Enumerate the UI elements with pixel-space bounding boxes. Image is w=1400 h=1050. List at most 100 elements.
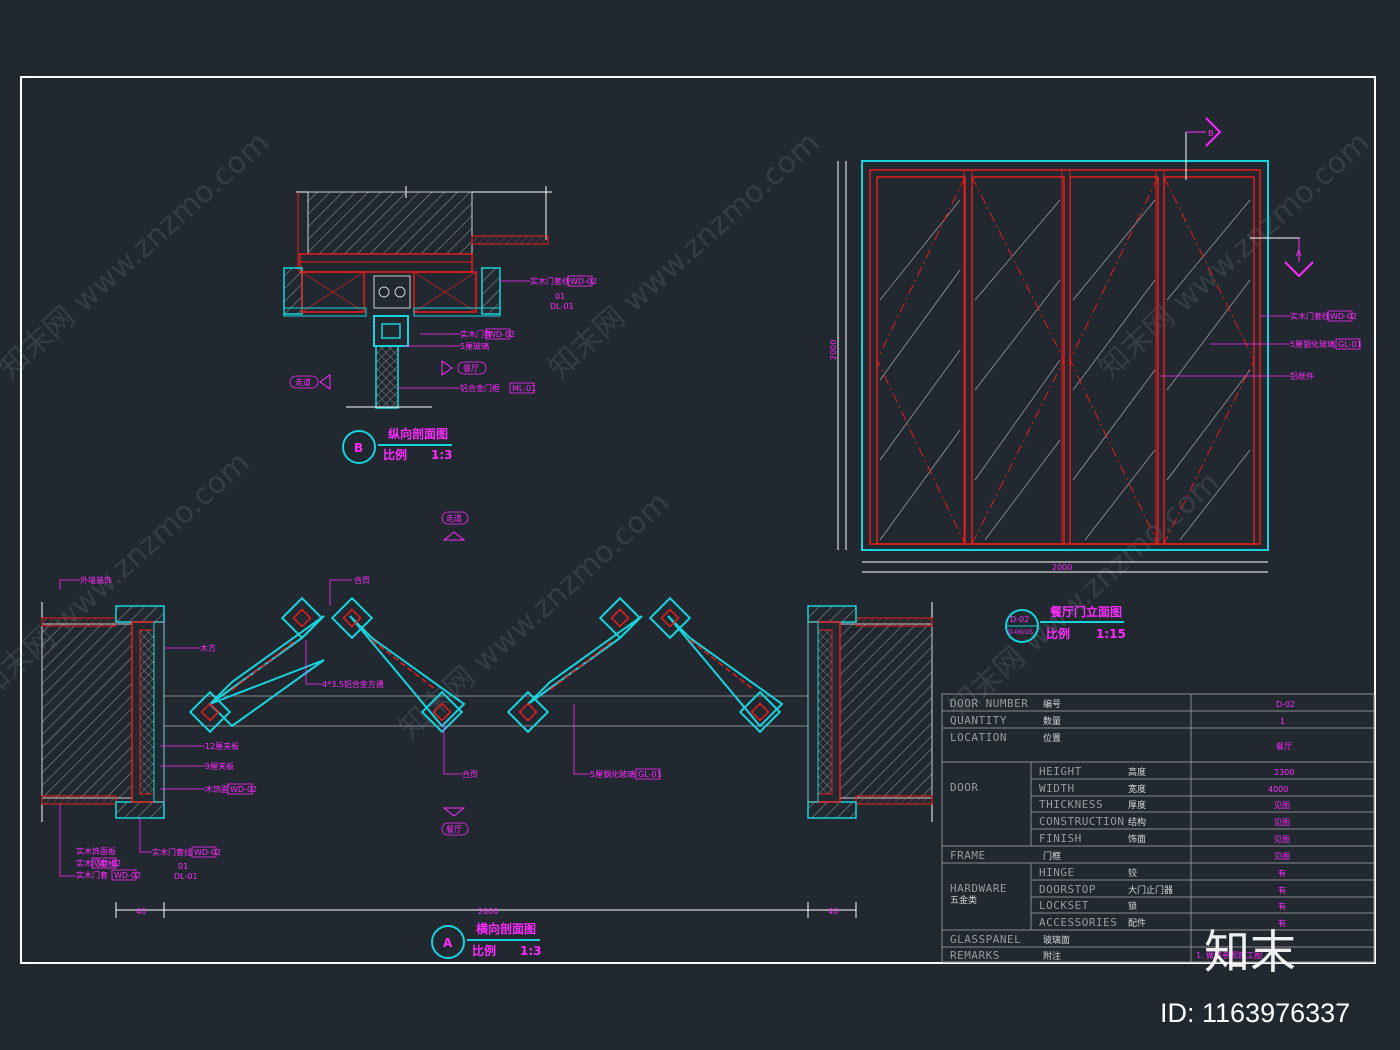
scale-label: 比例 <box>1046 626 1070 641</box>
drawing-title: 餐厅门立面图 <box>1050 604 1122 619</box>
tb-doorstop-label: DOORSTOP <box>1039 883 1096 896</box>
tb-quantity-cn: 数量 <box>1043 715 1061 727</box>
direction-label: 餐厅 <box>463 364 479 373</box>
elevation-title: D-02 D-06/G5 餐厅门立面图 比例 1:15 <box>1005 604 1126 643</box>
code-sub: DL-01 <box>174 872 198 881</box>
direction-label: 餐厅 <box>446 825 462 834</box>
note-label: 9厘夹板 <box>205 761 234 771</box>
brand-overlay: 知末 ID: 1163976337 <box>1160 925 1350 1028</box>
note-label: 实木饰面板 <box>76 846 116 856</box>
tb-height-cn: 高度 <box>1128 766 1146 778</box>
scale-label: 比例 <box>383 447 407 462</box>
ref-tag: WD-02 <box>570 277 597 286</box>
tb-height-label: HEIGHT <box>1039 765 1082 778</box>
tb-remarks-label: REMARKS <box>950 949 1000 962</box>
section-a-annotations: 外墙装饰 木方 12厘夹板 9厘夹板 木饰面 WD-02 实木饰面板 实木门套线… <box>76 575 838 916</box>
tb-hardware-cn: 五金类 <box>950 894 977 906</box>
tb-accessories-label: ACCESSORIES <box>1039 916 1117 929</box>
ref-tag: WD-02 <box>94 859 121 868</box>
tb-finish-cn: 饰面 <box>1128 833 1146 845</box>
note-label: 12厘夹板 <box>205 741 239 751</box>
note-label: 4*3.5铝合金方通 <box>322 679 384 689</box>
dimension-height: 2000 <box>829 340 838 360</box>
note-label: 合页 <box>462 769 478 779</box>
note-label: 实木门套 <box>76 870 108 880</box>
tb-hinge-value: 有 <box>1278 868 1286 878</box>
note-label: 木方 <box>200 643 216 653</box>
drawing-title: 横向剖面图 <box>476 921 536 936</box>
direction-label: 走道 <box>446 513 462 523</box>
watermark-text: 知末网 www.znzmo.com <box>392 485 676 746</box>
tb-lockset-cn: 锁 <box>1128 900 1137 912</box>
note-label: 合页 <box>354 575 370 585</box>
tb-remarks-value: 1. 做法参照施工图 <box>1196 950 1262 960</box>
scale-value: 1:3 <box>520 944 542 958</box>
section-label: B <box>354 441 363 455</box>
image-id: ID: 1163976337 <box>1160 998 1350 1028</box>
tb-construction-cn: 结构 <box>1128 816 1146 828</box>
sheet-border <box>20 76 1376 964</box>
scale-value: 1:15 <box>1096 627 1126 641</box>
elevation-label: D-02 <box>1010 615 1029 624</box>
drawing-title: 纵向剖面图 <box>388 426 448 441</box>
scale-label: 比例 <box>472 943 496 958</box>
code-sub: DL-01 <box>550 302 574 311</box>
tb-thickness-cn: 厚度 <box>1128 799 1146 811</box>
dimension-width: 2000 <box>1052 563 1072 572</box>
note-label: 实木门套线 <box>1290 311 1330 321</box>
tb-hinge-label: HINGE <box>1039 866 1075 879</box>
note-label: 外墙装饰 <box>80 575 112 585</box>
tb-door-number-label: DOOR NUMBER <box>950 697 1028 710</box>
note-label: 铝合金门框 <box>460 383 500 393</box>
tb-door-number-value: D-02 <box>1276 700 1295 709</box>
dimension-side: 40 <box>828 907 838 916</box>
section-marker: B <box>1208 129 1214 138</box>
tb-quantity-label: QUANTITY <box>950 714 1007 727</box>
tb-accessories-cn: 配件 <box>1128 917 1146 929</box>
tb-construction-label: CONSTRUCTION <box>1039 815 1124 828</box>
tb-construction-value: 见图 <box>1274 818 1290 827</box>
tb-finish-value: 见图 <box>1274 835 1290 844</box>
title-block: DOOR NUMBER 编号 D-02 QUANTITY 数量 1 LOCATI… <box>941 693 1375 963</box>
elevation-annotations: 实木门套线 WD-02 5厘钢化玻璃 GL-01 铝框件 B A 2000 20… <box>829 129 1362 572</box>
ref-tag: ML-01 <box>512 384 536 393</box>
tb-glasspanel-cn: 玻璃面 <box>1043 934 1070 946</box>
section-b-title: B 纵向剖面图 比例 1:3 <box>342 426 453 464</box>
watermark-text: 知末网 www.znzmo.com <box>0 125 276 386</box>
tb-width-cn: 宽度 <box>1128 783 1146 795</box>
tb-thickness-value: 见图 <box>1274 801 1290 810</box>
section-a-drawing: 走道 餐厅 <box>41 511 933 918</box>
tb-doorstop-cn: 大门止门器 <box>1128 884 1173 896</box>
note-label: 实木门套线 <box>76 858 116 868</box>
ref-tag: GL-01 <box>638 770 662 779</box>
tb-lockset-value: 有 <box>1278 901 1286 911</box>
section-marker: A <box>1296 249 1302 258</box>
elevation-drawing <box>837 117 1314 573</box>
ref-tag: WD-02 <box>114 871 141 880</box>
tb-width-value: 4000 <box>1268 785 1288 794</box>
ref-tag: WD-02 <box>1330 312 1357 321</box>
tb-location-cn: 位置 <box>1043 732 1061 744</box>
watermark-text: 知末网 www.znzmo.com <box>542 125 826 386</box>
tb-quantity-value: 1 <box>1280 717 1285 726</box>
tb-door-label: DOOR <box>950 781 979 794</box>
ref-tag: GL-01 <box>1338 340 1362 349</box>
note-label: 实木门套线 <box>152 847 192 857</box>
ref-tag: WD-02 <box>230 785 257 794</box>
scale-value: 1:3 <box>431 448 453 462</box>
dimension-total: 2000 <box>478 907 498 916</box>
section-b-drawing <box>283 186 552 409</box>
note-label: 实木门套 <box>460 329 492 339</box>
tb-lockset-label: LOCKSET <box>1039 899 1089 912</box>
tb-height-value: 2300 <box>1274 768 1294 777</box>
code-ref: 01 <box>555 292 565 301</box>
direction-label: 走道 <box>295 377 311 387</box>
note-label: 5厘钢化玻璃 <box>590 769 635 779</box>
tb-glasspanel-label: GLASSPANEL <box>950 933 1021 946</box>
tb-finish-label: FINISH <box>1039 832 1082 845</box>
note-label: 5厘玻璃 <box>460 341 489 351</box>
tb-location-label: LOCATION <box>950 731 1007 744</box>
code-ref: 01 <box>178 862 188 871</box>
note-label: 铝框件 <box>1290 371 1314 381</box>
